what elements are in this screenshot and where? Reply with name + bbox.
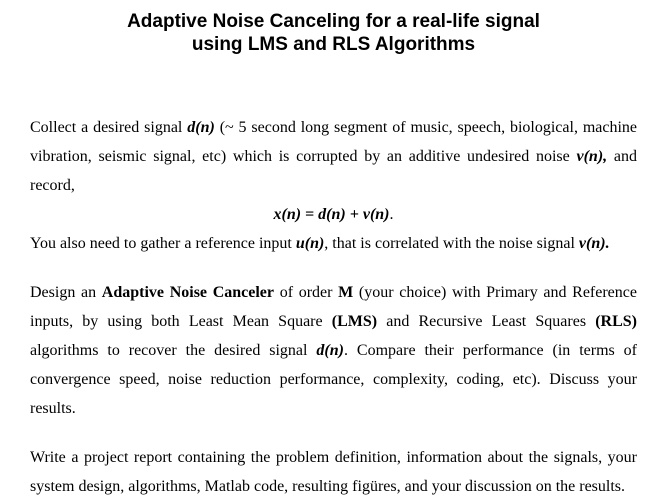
- math-var-un: u(n): [295, 235, 325, 252]
- title-line-1: Adaptive Noise Canceling for a real-life…: [127, 11, 540, 32]
- text-run: . Compare their performance (in terms of…: [30, 342, 638, 417]
- text-run: You also need to gather a reference inpu…: [30, 235, 296, 252]
- document-title: Adaptive Noise Canceling for a real-life…: [30, 10, 637, 56]
- math-var-dn: d(n): [187, 119, 215, 136]
- text-run: and record,: [30, 148, 637, 194]
- paragraph-design-canceler: Design an Adaptive Noise Canceler of ord…: [30, 278, 637, 423]
- equation-period: .: [389, 206, 394, 223]
- equation-formula: x(n) = d(n) + v(n): [273, 206, 390, 223]
- text-run: (your choice) with Primary and Reference…: [30, 284, 637, 330]
- term-lms: (LMS): [331, 313, 378, 330]
- text-run: of order: [274, 284, 339, 301]
- term-order-m: M: [338, 284, 354, 301]
- equation-line: x(n) = d(n) + v(n).: [30, 200, 637, 229]
- text-run: Collect a desired signal: [30, 119, 188, 136]
- math-var-vn: v(n).: [578, 235, 610, 252]
- term-rls: (RLS): [595, 313, 637, 330]
- paragraph-reference-input: You also need to gather a reference inpu…: [30, 229, 637, 258]
- math-var-dn: d(n): [316, 342, 344, 359]
- text-run: (~ 5 second long segment of music, speec…: [30, 119, 638, 165]
- text-run: and Recursive Least Squares: [377, 313, 596, 330]
- text-run: Design an: [30, 284, 102, 301]
- paragraph-collect-signal: Collect a desired signal d(n) (~ 5 secon…: [30, 113, 637, 200]
- paragraph-project-report: Write a project report containing the pr…: [30, 443, 637, 501]
- text-run: algorithms to recover the desired signal: [30, 342, 317, 359]
- term-adaptive-noise-canceler: Adaptive Noise Canceler: [101, 284, 275, 301]
- title-line-2: using LMS and RLS Algorithms: [191, 34, 476, 55]
- text-run: Write a project report containing the pr…: [30, 449, 637, 495]
- text-run: , that is correlated with the noise sign…: [324, 235, 579, 252]
- math-var-vn: v(n),: [576, 148, 608, 165]
